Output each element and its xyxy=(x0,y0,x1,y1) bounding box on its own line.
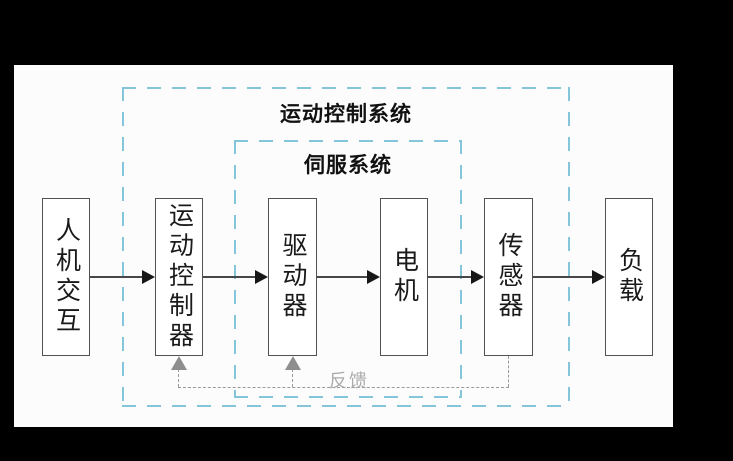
arrow-right-icon xyxy=(592,270,605,284)
arrow-line xyxy=(203,276,256,278)
block-human-machine-interaction: 人机交互 xyxy=(42,198,90,356)
motion-control-system-title: 运动控制系统 xyxy=(280,103,412,126)
arrow-right-icon xyxy=(142,270,155,284)
arrow-right-icon xyxy=(471,270,484,284)
flow-arrow-hmi-to-controller xyxy=(90,270,155,284)
block-driver: 驱动器 xyxy=(268,198,317,356)
block-label: 人机交互 xyxy=(52,217,80,337)
diagram-canvas: 运动控制系统 伺服系统 人机交互 运动控制器 驱动器 电机 传感器 负载 xyxy=(14,65,673,427)
flow-arrow-driver-to-motor xyxy=(317,270,380,284)
feedback-line-to-controller xyxy=(178,369,179,387)
arrow-right-icon xyxy=(255,270,268,284)
servo-system-title: 伺服系统 xyxy=(304,154,392,177)
block-label: 驱动器 xyxy=(279,232,306,322)
block-label: 电机 xyxy=(390,247,418,307)
block-motor: 电机 xyxy=(380,198,428,356)
flow-arrow-controller-to-driver xyxy=(203,270,268,284)
block-sensor: 传感器 xyxy=(484,198,533,356)
feedback-line-horizontal xyxy=(178,387,509,388)
block-label: 负载 xyxy=(615,247,643,307)
block-motion-controller: 运动控制器 xyxy=(155,198,203,356)
block-load: 负载 xyxy=(605,198,653,356)
block-label: 传感器 xyxy=(495,232,522,322)
arrow-line xyxy=(428,276,472,278)
flow-arrow-motor-to-sensor xyxy=(428,270,484,284)
block-label: 运动控制器 xyxy=(165,202,193,352)
arrow-line xyxy=(317,276,368,278)
arrow-line xyxy=(533,276,593,278)
arrow-up-icon xyxy=(171,356,187,370)
feedback-label: 反馈 xyxy=(329,371,369,391)
arrow-line xyxy=(90,276,143,278)
feedback-line-to-driver xyxy=(292,369,293,387)
arrow-up-icon xyxy=(285,356,301,370)
arrow-right-icon xyxy=(367,270,380,284)
flow-arrow-sensor-to-load xyxy=(533,270,605,284)
feedback-line-from-sensor xyxy=(508,356,509,387)
